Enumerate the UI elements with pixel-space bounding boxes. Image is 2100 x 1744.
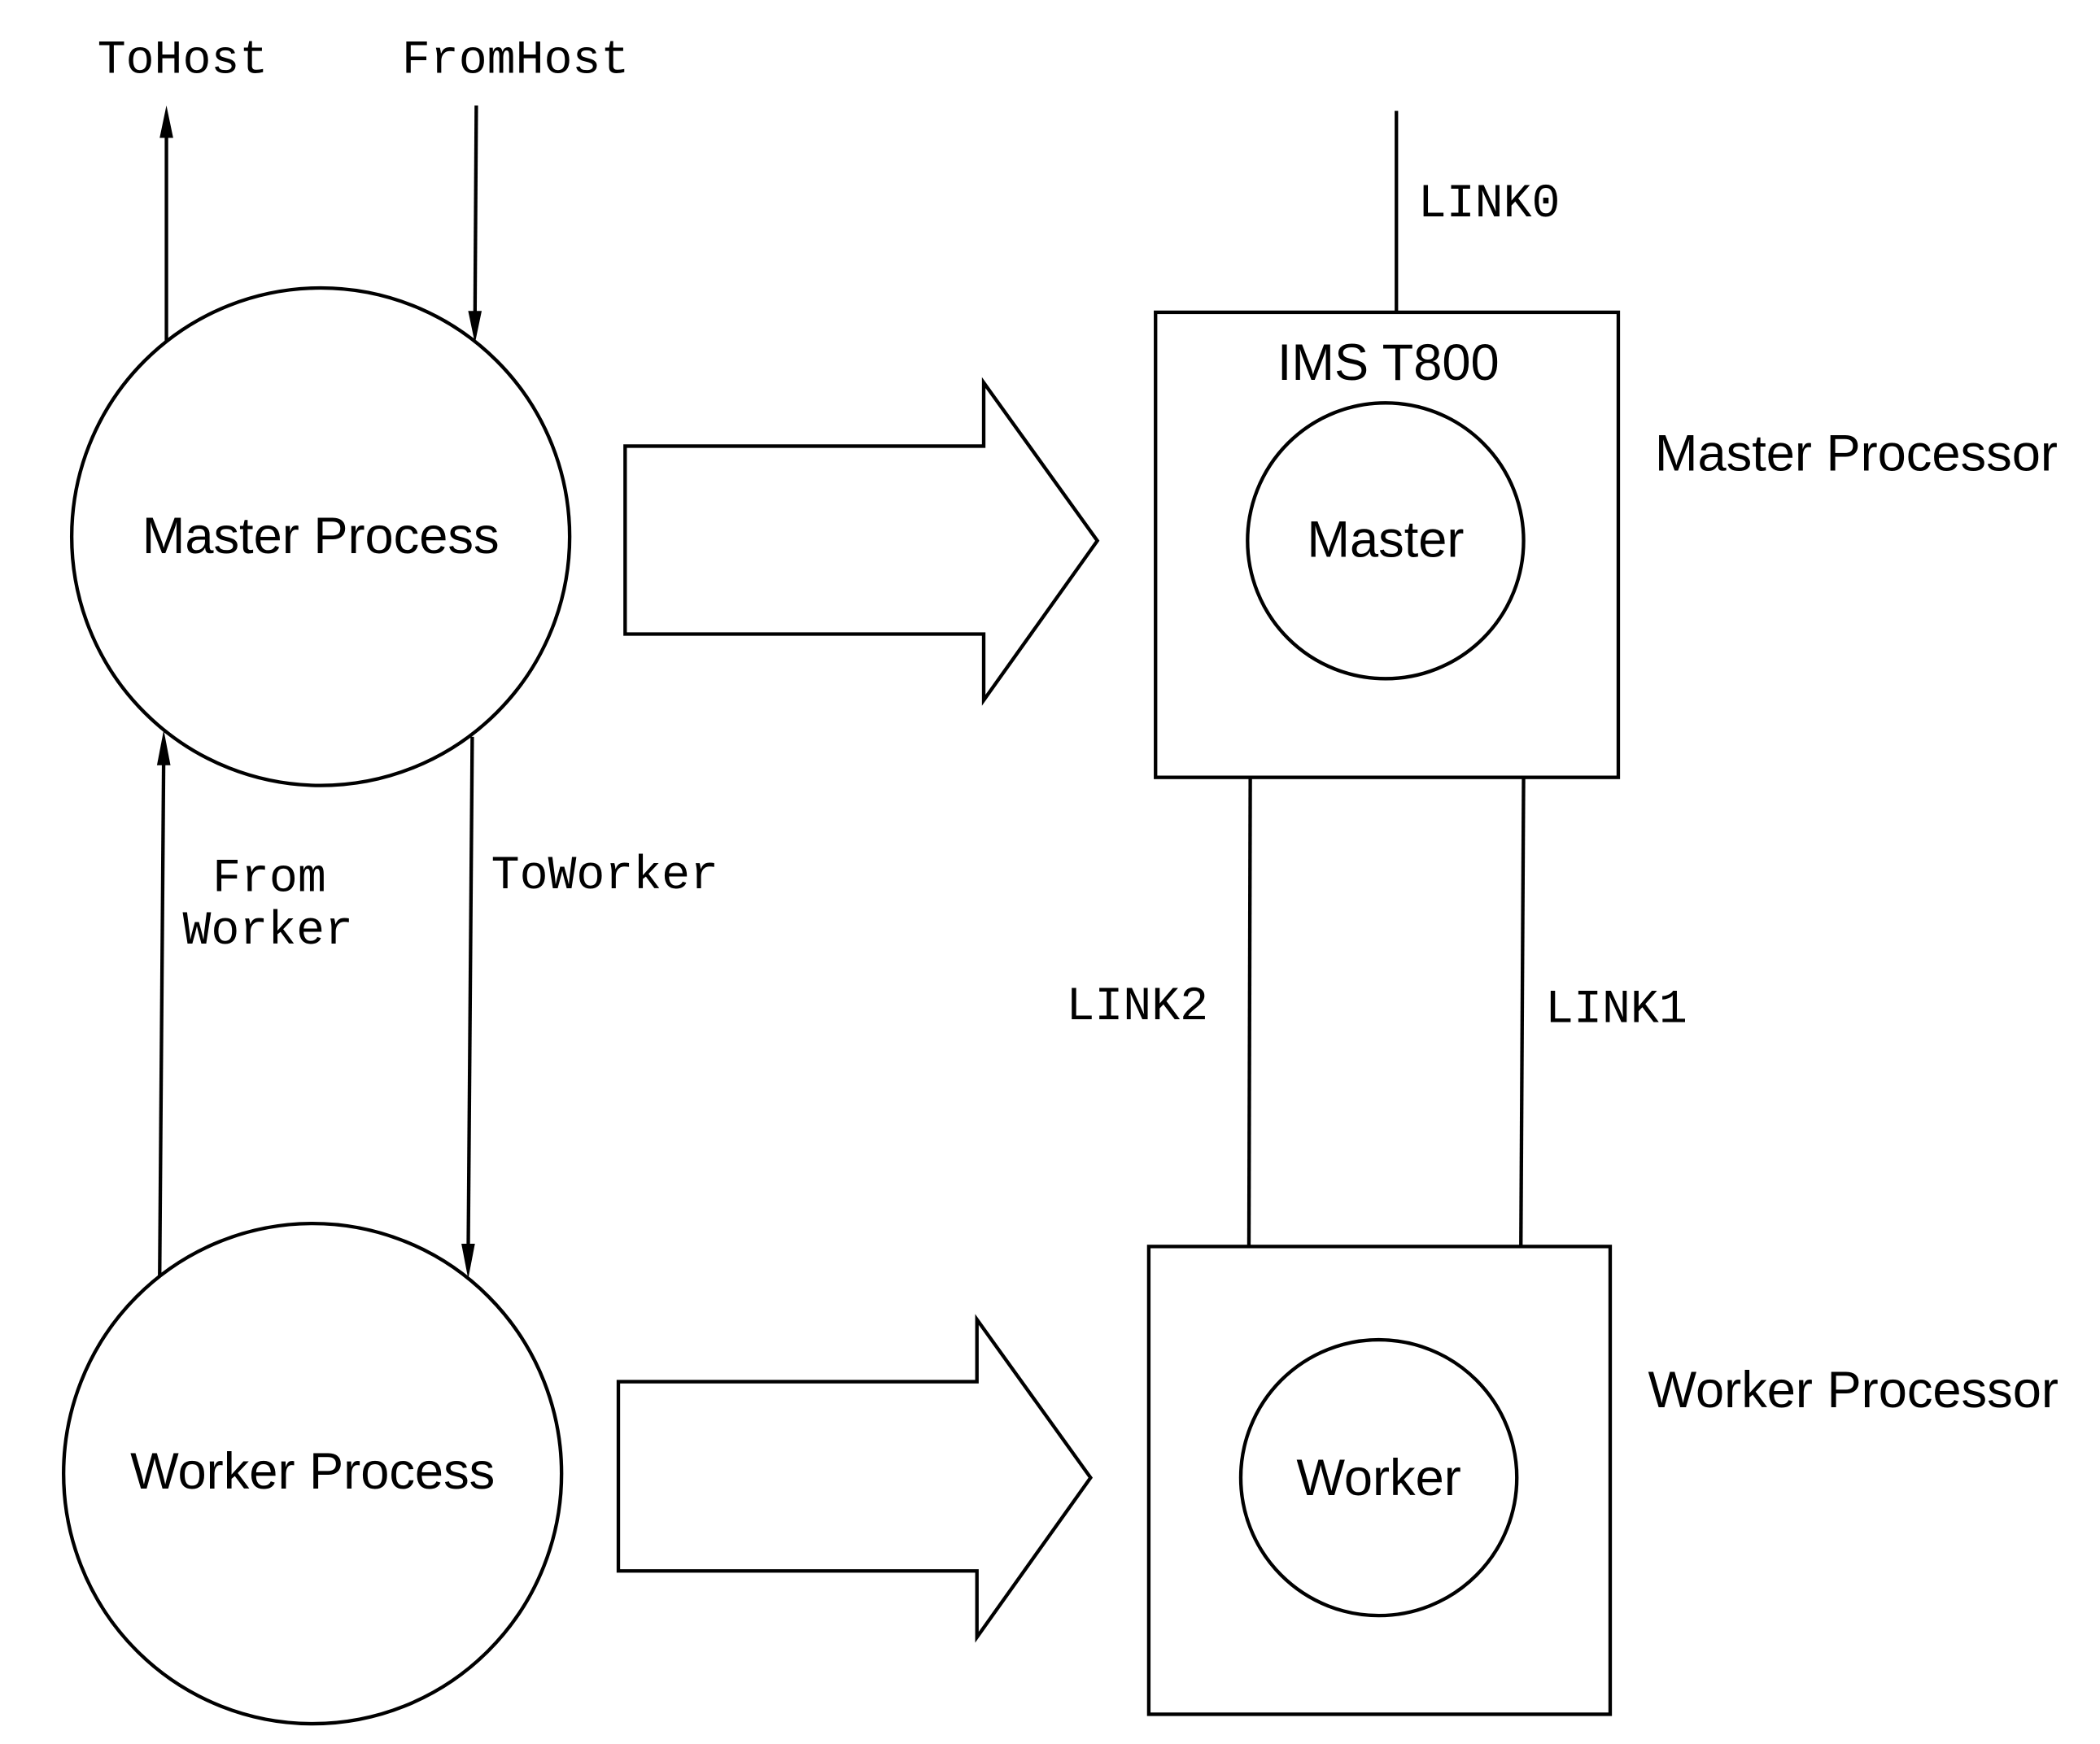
link2-label: LINK2 [1066, 981, 1208, 1034]
worker-mapping-arrow [616, 1314, 1094, 1643]
to-worker-label: ToWorker [491, 850, 718, 903]
link1-label: LINK1 [1545, 983, 1687, 1036]
worker-processor-box [1146, 1245, 1613, 1716]
master-mapping-arrow [623, 377, 1100, 706]
master-processor-box [1154, 310, 1621, 779]
master-inner-circle [1246, 401, 1526, 681]
from-worker-arrow [156, 730, 171, 1276]
from-worker-label-line2: Worker [183, 905, 354, 958]
chip-type-label: IMS T800 [1277, 334, 1500, 391]
to-host-arrow [159, 105, 173, 341]
worker-process-label: Worker Process [130, 1443, 495, 1500]
worker-process-circle [61, 1221, 564, 1726]
worker-inner-circle [1238, 1337, 1519, 1618]
master-process-circle [69, 286, 572, 787]
master-process-label: Master Process [142, 508, 500, 565]
link0-label: LINK0 [1418, 178, 1561, 231]
link1-line [1519, 777, 1526, 1247]
from-host-arrow [468, 105, 482, 344]
link2-line [1246, 777, 1252, 1247]
worker-processor-label: Worker Processor [1648, 1362, 2059, 1419]
from-worker-label-line1: From [212, 852, 326, 905]
master-inner-label: Master [1307, 512, 1464, 569]
from-host-label: FromHost [402, 35, 629, 88]
to-host-label: ToHost [98, 35, 269, 88]
worker-inner-label: Worker [1296, 1450, 1460, 1506]
master-processor-label: Master Processor [1655, 425, 2058, 482]
to-worker-arrow [461, 736, 475, 1280]
